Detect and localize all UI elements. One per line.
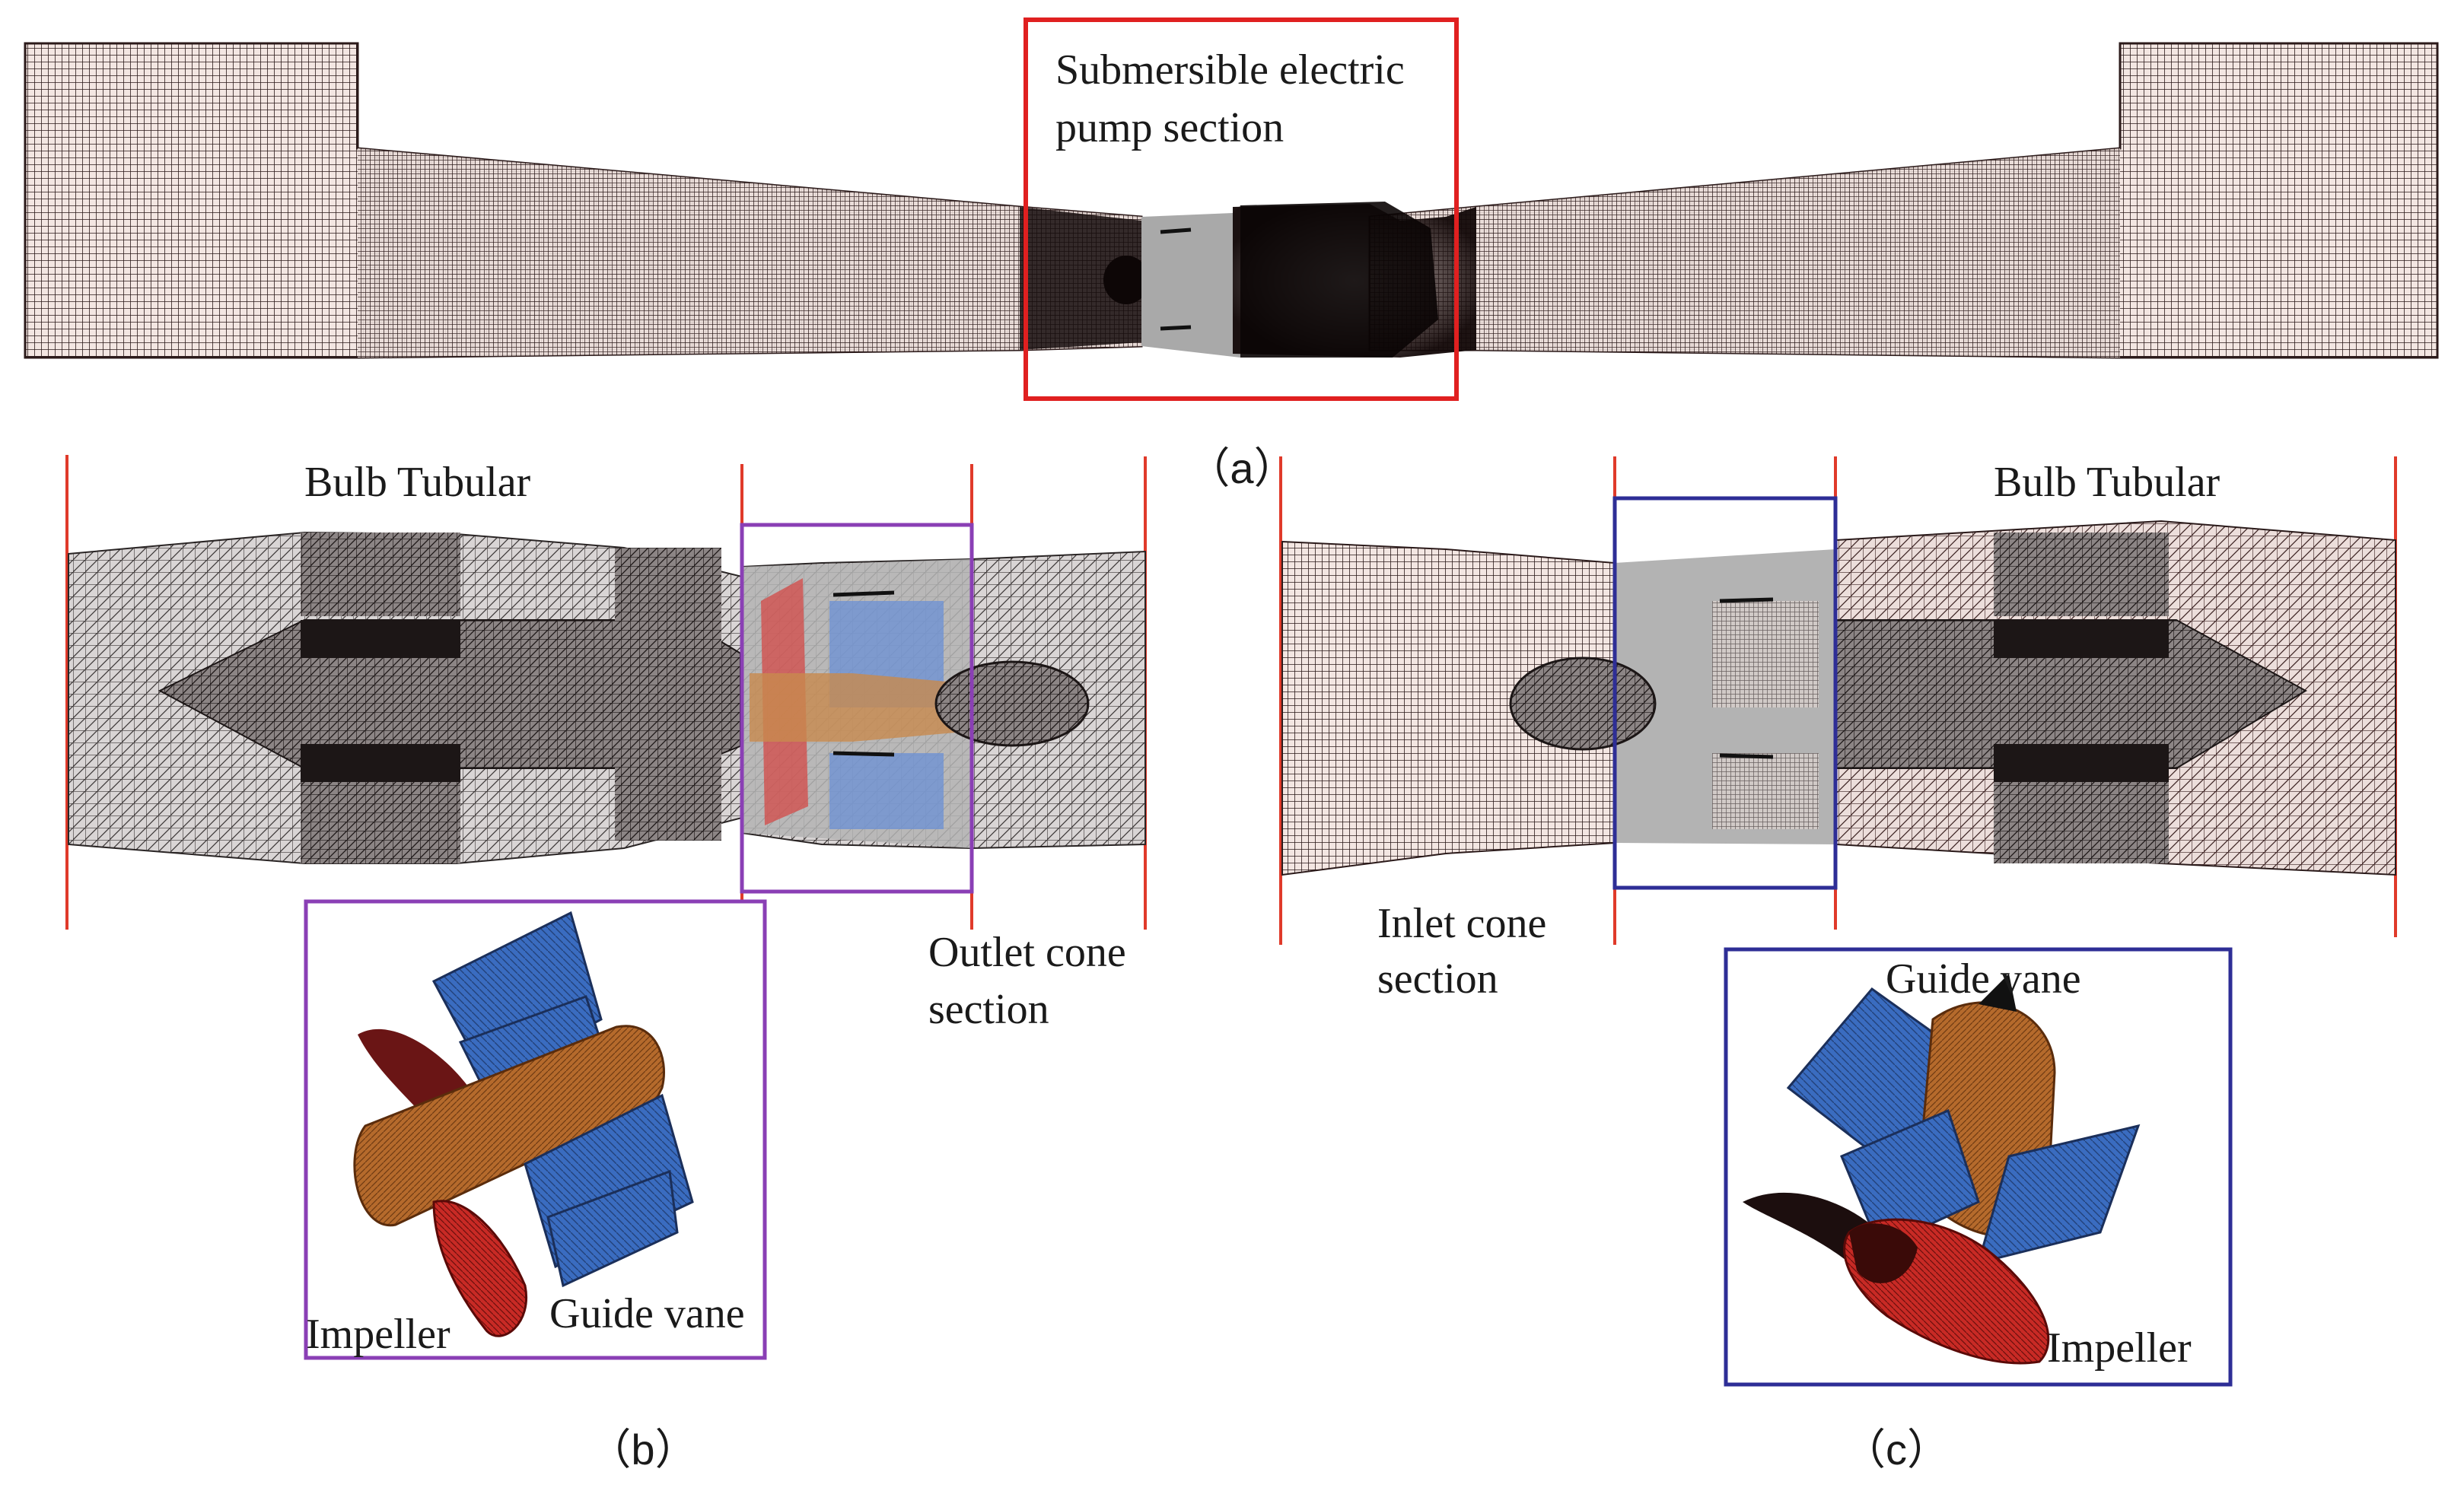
pump-section-highlight-box [1023, 17, 1459, 401]
outlet-pump-highlight-box [740, 523, 974, 894]
inset-b-assembly [353, 911, 694, 1337]
outlet-cone-label-line2: section [928, 986, 1049, 1033]
channel-mesh-convergence-left [358, 148, 1141, 358]
pump-section-label: Submersible electric [1055, 46, 1405, 94]
support-strut-b [301, 768, 460, 863]
impeller-hub-cap-icon [1849, 1223, 1918, 1283]
support-strut-c [1994, 768, 2169, 863]
vane-edge-line [1719, 597, 1774, 603]
pump-guide-vane-line [1160, 227, 1192, 234]
impeller-label-b: Impeller [306, 1311, 450, 1358]
vane-edge-line [832, 590, 895, 597]
support-strut-dark-band [1994, 744, 2169, 782]
hub-orange-b [750, 673, 982, 742]
pump-casing-gray [1141, 205, 1240, 358]
vane-edge-line [1719, 753, 1774, 759]
panel-a-label: （a） [1187, 444, 1296, 492]
panel-b-mesh [65, 455, 1147, 945]
guide-vane-icon [1840, 1108, 1980, 1250]
pump-guide-vane-line [1160, 325, 1192, 331]
impeller-blade-icon [432, 1200, 527, 1337]
pump-dense-mesh-left [1020, 207, 1141, 350]
guide-vane-icon [1976, 1124, 2141, 1265]
guide-vane-mesh-c [1712, 753, 1819, 829]
inlet-pump-highlight-box [1612, 496, 1838, 890]
outlet-cone-label: Outlet cone [928, 929, 1126, 976]
impeller-label-c: Impeller [2047, 1324, 2192, 1372]
panel-b-label: （b） [588, 1426, 697, 1474]
outlet-hub-nose-b [934, 660, 1090, 747]
channel-mesh-convergence-right [1370, 148, 2120, 358]
pump-section-label-line2: pump section [1055, 104, 1284, 151]
bulb-tubular-label-c: Bulb Tubular [1994, 459, 2220, 506]
inlet-cone-label-line2: section [1377, 955, 1498, 1003]
support-strut-b [615, 548, 721, 647]
inlet-cone-label: Inlet cone [1377, 900, 1546, 947]
vane-edge-line [832, 751, 895, 757]
support-strut-b [615, 746, 721, 841]
guide-vane-label-b: Guide vane [549, 1290, 745, 1337]
support-strut-dark-band [301, 744, 460, 782]
bulb-tubular-label-b: Bulb Tubular [304, 459, 531, 506]
guide-vane-blue-b [829, 753, 944, 829]
pump-dense-mesh-core [1240, 202, 1438, 358]
guide-vane-icon [546, 1169, 679, 1288]
guide-vane-label-c: Guide vane [1886, 955, 2081, 1003]
support-strut-b [301, 532, 460, 616]
support-strut-dark-band [1994, 620, 2169, 658]
pump-hub-left [1103, 256, 1149, 304]
support-strut-dark-band [301, 620, 460, 658]
guide-vane-mesh-c [1712, 601, 1819, 707]
panel-c-label: （c） [1843, 1426, 1950, 1474]
inset-c-assembly [1743, 974, 2141, 1365]
support-strut-c [1994, 532, 2169, 616]
inlet-hub-nose-c [1509, 656, 1657, 751]
panel-c-mesh [1279, 456, 2397, 945]
guide-vane-tip-icon [1979, 974, 2017, 1012]
panel-a-channel-mesh [24, 42, 2439, 359]
